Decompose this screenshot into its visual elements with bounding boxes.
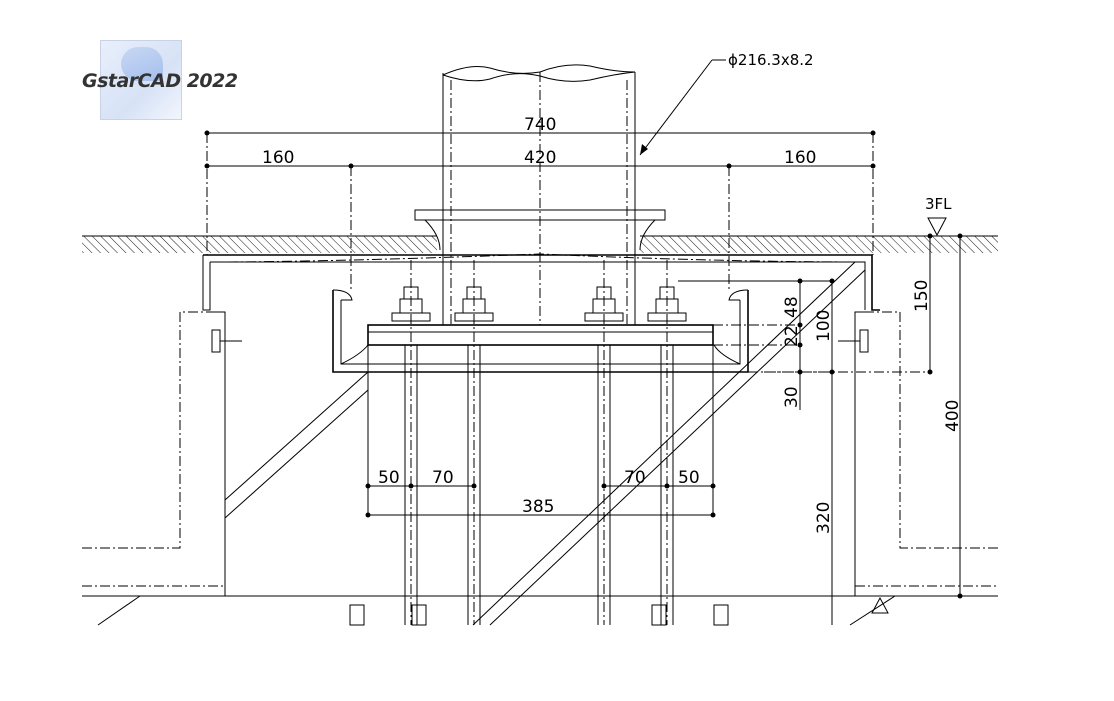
bolt-spacing-dims bbox=[365, 483, 716, 518]
dim-bolt-70-left: 70 bbox=[432, 468, 454, 488]
anchor-bolt-3 bbox=[584, 260, 624, 625]
logo-badge bbox=[100, 40, 182, 120]
floor-level-marker bbox=[748, 217, 963, 599]
dim-base-385: 385 bbox=[522, 497, 554, 517]
dim-100: 100 bbox=[814, 310, 834, 342]
dim-320: 320 bbox=[814, 502, 834, 534]
floor-level-label: 3FL bbox=[925, 195, 952, 213]
cap-plate bbox=[414, 209, 666, 251]
dim-30: 30 bbox=[782, 386, 802, 408]
bottom-stubs bbox=[349, 596, 889, 626]
dim-center-width: 420 bbox=[524, 148, 556, 168]
anchor-bolts bbox=[391, 260, 687, 625]
anchor-bolt-1 bbox=[391, 260, 431, 625]
dim-height-150: 150 bbox=[912, 280, 932, 312]
dim-height-400: 400 bbox=[943, 400, 963, 432]
dim-overall-width: 740 bbox=[524, 115, 556, 135]
dim-right-offset: 160 bbox=[784, 148, 816, 168]
diagonal-braces bbox=[97, 261, 896, 626]
steel-column bbox=[442, 64, 636, 325]
dim-left-offset: 160 bbox=[262, 148, 294, 168]
app-title: GstarCAD 2022 bbox=[82, 70, 238, 92]
logo-g-icon bbox=[121, 47, 163, 81]
dim-bolt-50-right: 50 bbox=[678, 468, 700, 488]
pipe-callout-label: ϕ216.3x8.2 bbox=[728, 51, 814, 69]
dim-bolt-50-left: 50 bbox=[378, 468, 400, 488]
dim-bolt-70-right: 70 bbox=[624, 468, 646, 488]
side-walls bbox=[82, 311, 998, 597]
pipe-callout-leader bbox=[639, 59, 726, 156]
base-vertical-dims bbox=[678, 278, 835, 625]
dim-22: 22 bbox=[782, 325, 802, 347]
app-logo bbox=[100, 40, 182, 120]
anchor-bolt-4 bbox=[647, 260, 687, 625]
anchor-bolt-2 bbox=[454, 260, 494, 625]
slab-outline bbox=[202, 253, 880, 311]
base-box bbox=[332, 289, 749, 373]
top-dimensions bbox=[204, 130, 876, 290]
dim-48: 48 bbox=[782, 296, 802, 318]
